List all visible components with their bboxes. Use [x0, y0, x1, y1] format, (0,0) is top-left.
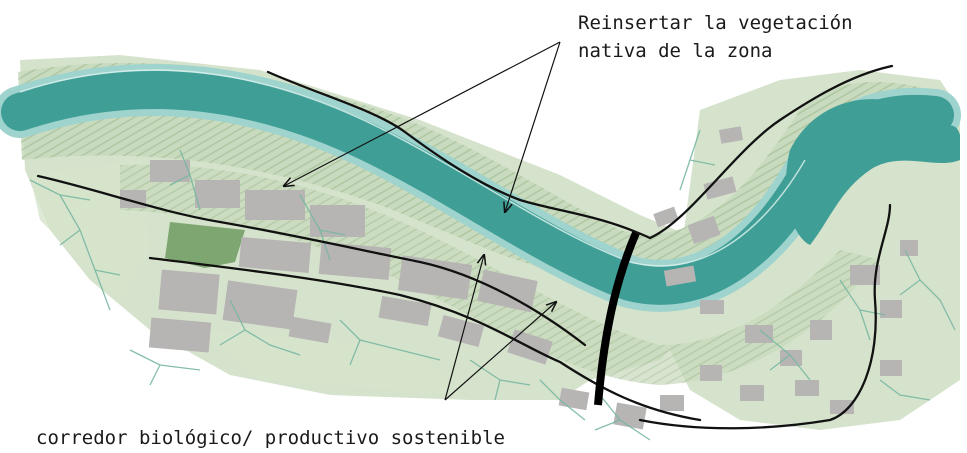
building: [850, 265, 880, 285]
arrow-icon: [284, 41, 561, 186]
building: [477, 269, 538, 313]
arrow-icon: [444, 255, 484, 401]
arrow-icon: [505, 41, 561, 212]
bridge-icon: [594, 231, 640, 406]
building: [150, 160, 190, 182]
building: [810, 320, 832, 340]
building: [703, 176, 737, 200]
annotation-line-2: nativa de la zona: [578, 39, 773, 62]
south-boundary-line: [36, 174, 587, 347]
building: [700, 300, 724, 314]
building: [613, 402, 647, 430]
building: [660, 395, 684, 411]
building: [238, 237, 312, 273]
tree-branch: [469, 359, 531, 401]
annotation-biological-corridor: corredor biológico/ productivo sostenibl…: [36, 427, 505, 449]
building: [700, 365, 722, 381]
tree-branch: [169, 149, 201, 211]
lower-field: [200, 330, 460, 395]
tree-branch: [899, 249, 956, 331]
buildings: [120, 126, 918, 430]
building: [558, 387, 590, 411]
tree-branch: [839, 279, 886, 341]
building: [158, 269, 220, 315]
building: [718, 126, 744, 144]
tree-branch: [759, 329, 811, 381]
building: [148, 317, 212, 353]
tree-branch: [539, 379, 586, 421]
building: [780, 350, 802, 366]
building: [378, 295, 432, 327]
building: [397, 255, 473, 300]
building: [745, 325, 773, 343]
middle-road-line: [148, 256, 702, 422]
annotation-line-1: Reinsertar la vegetación: [578, 12, 853, 34]
agricultural-field: [165, 222, 245, 268]
river-highlight: [19, 69, 806, 267]
building: [437, 314, 485, 348]
tree-branch: [339, 319, 441, 366]
tree-branch: [59, 194, 121, 276]
building: [310, 205, 365, 237]
building: [880, 360, 902, 376]
annotation-native-vegetation: Reinsertar la vegetación nativa de la zo…: [578, 10, 853, 65]
tree-branch: [299, 194, 346, 261]
east-road-line: [638, 203, 892, 430]
annotation-arrows: [284, 41, 561, 401]
building: [245, 190, 305, 220]
tree-branch: [219, 299, 301, 356]
tree-branch: [594, 394, 651, 441]
building: [222, 280, 298, 330]
tree-branch: [679, 129, 716, 191]
building: [830, 400, 854, 414]
river-lake-right: [786, 99, 960, 245]
building: [687, 215, 721, 245]
river: [0, 64, 961, 312]
arrow-icon: [444, 302, 556, 401]
road-lines: [36, 64, 894, 430]
north-road-line: [266, 64, 894, 240]
building: [795, 380, 819, 396]
tree-branch: [129, 349, 201, 386]
building: [900, 240, 918, 256]
building: [288, 316, 332, 344]
building: [653, 206, 679, 228]
building: [195, 180, 240, 208]
tree-branches: [29, 129, 956, 441]
building: [740, 385, 764, 401]
tree-branch: [879, 379, 931, 401]
building: [663, 265, 697, 287]
building: [880, 300, 902, 318]
